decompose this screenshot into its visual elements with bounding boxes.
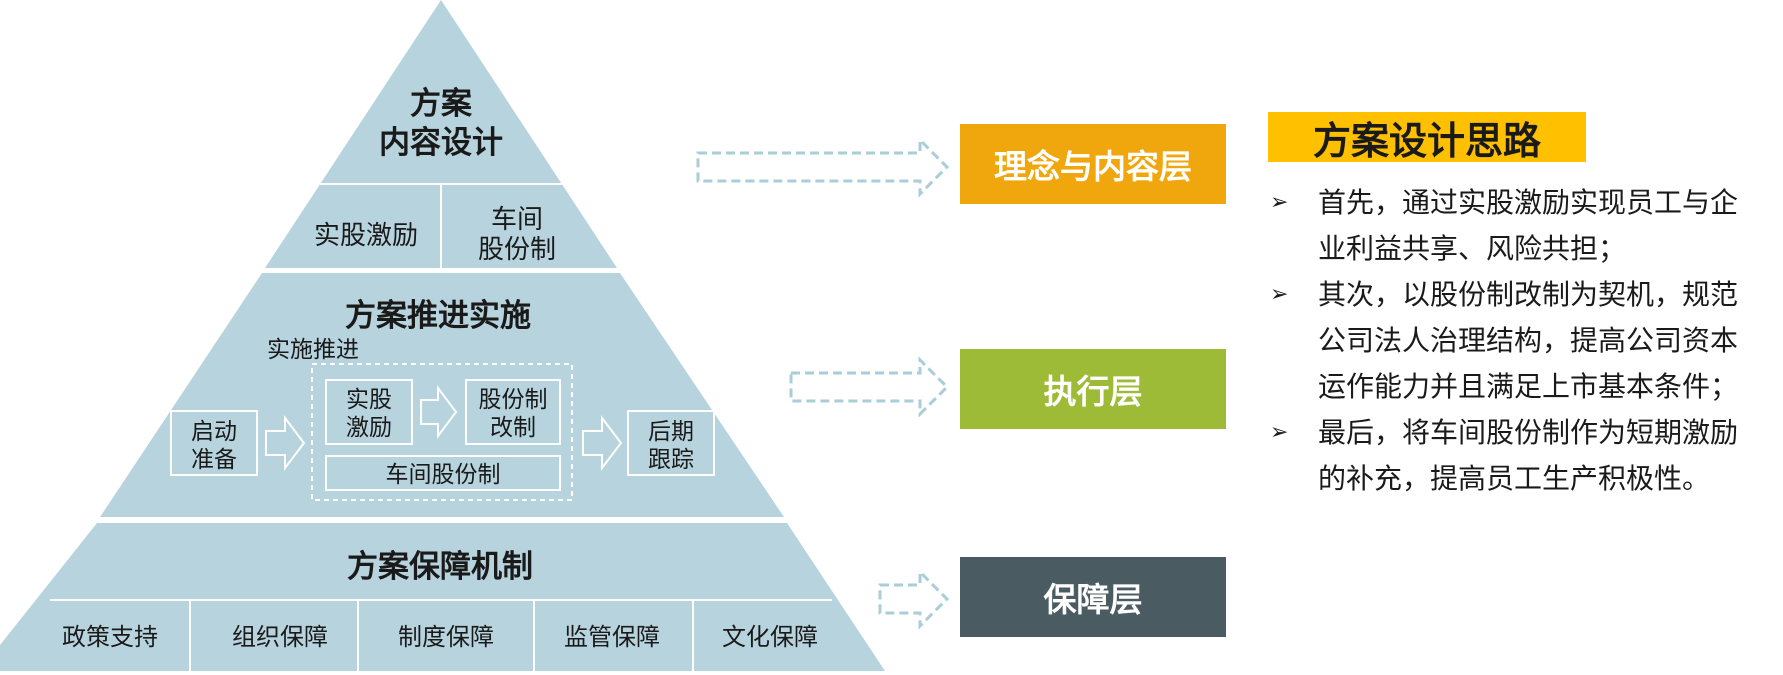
flow-arrow-icon-2 — [420, 385, 458, 439]
arrow-bullet-icon: ➢ — [1270, 420, 1289, 445]
layer-box-bottom: 保障层 — [960, 557, 1226, 637]
shares-box-line2: 激励 — [346, 415, 392, 441]
ideas-title: 方案设计思路 — [1268, 112, 1586, 163]
workshop-box-label: 车间股份制 — [386, 462, 501, 488]
start-box-line1: 启动 — [191, 419, 237, 445]
ideas-item-line: 的补充，提高员工生产积极性。 — [1318, 462, 1711, 495]
ideas-item: ➢ 其次，以股份制改制为契机，规范 公司法人治理结构，提高公司资本 运作能力并且… — [1268, 272, 1783, 410]
ideas-item-line: 运作能力并且满足上市基本条件； — [1318, 370, 1739, 403]
follow-up-box-line1: 后期 — [648, 419, 694, 445]
follow-up-box: 后期 跟踪 — [627, 410, 715, 476]
shares-box: 实股 激励 — [325, 379, 413, 445]
ideas-item-line: 公司法人治理结构，提高公司资本 — [1318, 324, 1739, 357]
top-tier-cell-right-line2: 股份制 — [478, 235, 556, 265]
bottom-cell-system: 制度保障 — [398, 623, 494, 651]
ideas-item: ➢ 最后，将车间股份制作为短期激励 的补充，提高员工生产积极性。 — [1268, 410, 1783, 502]
top-tier-title-line2: 内容设计 — [379, 125, 503, 161]
connector-arrow-icon-top — [696, 136, 950, 198]
top-tier-cell-left: 实股激励 — [314, 221, 418, 251]
ideas-item: ➢ 首先，通过实股激励实现员工与企 业利益共享、风险共担； — [1268, 180, 1783, 272]
top-tier-cell-right-line1: 车间 — [491, 205, 543, 235]
flow-arrow-icon-3 — [582, 415, 623, 471]
workshop-box: 车间股份制 — [325, 455, 561, 491]
ideas-list: ➢ 首先，通过实股激励实现员工与企 业利益共享、风险共担； ➢ 其次，以股份制改… — [1268, 180, 1783, 502]
bottom-cell-policy: 政策支持 — [62, 623, 158, 651]
bottom-cell-culture: 文化保障 — [722, 623, 818, 651]
reform-box-line1: 股份制 — [479, 387, 548, 413]
follow-up-box-line2: 跟踪 — [648, 447, 694, 473]
start-box-line2: 准备 — [191, 447, 237, 473]
arrow-bullet-icon: ➢ — [1270, 282, 1289, 307]
start-box: 启动 准备 — [170, 410, 258, 476]
bottom-tier-title: 方案保障机制 — [347, 549, 533, 585]
top-tier-title-line1: 方案 — [410, 86, 473, 122]
implementation-group-frame — [311, 363, 573, 501]
reform-box: 股份制 改制 — [465, 379, 561, 445]
pyramid-tier-top — [265, 0, 617, 268]
layer-box-middle: 执行层 — [960, 349, 1226, 429]
flow-arrow-icon-1 — [265, 415, 306, 471]
middle-tier-title: 方案推进实施 — [345, 298, 531, 334]
ideas-item-line: 业利益共享、风险共担； — [1318, 232, 1627, 265]
arrow-bullet-icon: ➢ — [1270, 190, 1289, 215]
layer-box-top: 理念与内容层 — [960, 124, 1226, 204]
bottom-cell-supervision: 监管保障 — [564, 623, 660, 651]
group-label: 实施推进 — [267, 337, 359, 363]
connector-arrow-icon-middle — [789, 356, 950, 418]
ideas-item-line: 其次，以股份制改制为契机，规范 — [1318, 278, 1739, 311]
ideas-item-line: 首先，通过实股激励实现员工与企 — [1318, 186, 1739, 219]
shares-box-line1: 实股 — [346, 387, 392, 413]
pyramid-tier-bottom — [0, 523, 885, 671]
ideas-item-line: 最后，将车间股份制作为短期激励 — [1318, 416, 1739, 449]
connector-arrow-icon-bottom — [878, 568, 950, 630]
bottom-cell-organization: 组织保障 — [232, 623, 328, 651]
reform-box-line2: 改制 — [490, 415, 536, 441]
